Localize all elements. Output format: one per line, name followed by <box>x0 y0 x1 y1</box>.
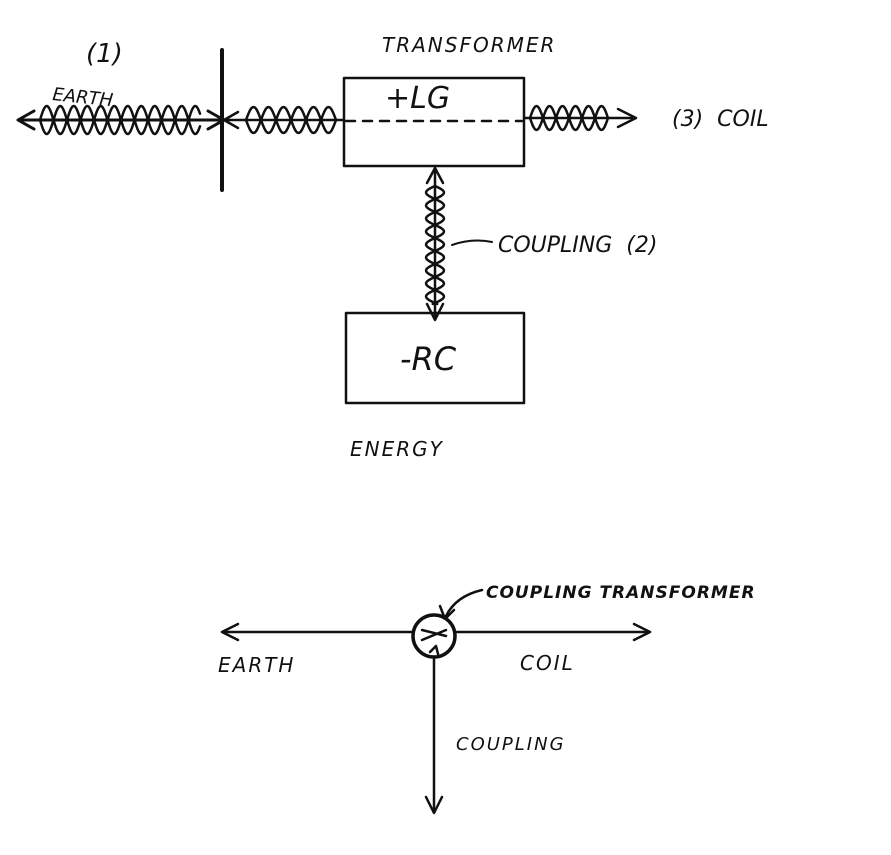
coupling-leader-line <box>451 239 493 246</box>
coupling-vertical-arrow <box>425 166 445 322</box>
coupling-vertical-wave <box>424 184 446 306</box>
label-energy: ENERGY <box>350 437 444 461</box>
label-one: (1) <box>86 39 123 69</box>
vertical-coupling-arrow <box>424 654 444 815</box>
transformer-box-text: +LG <box>385 81 450 116</box>
label-coupling-two: COUPLING (2) <box>498 233 657 258</box>
bottom-diagram: COUPLING TRANSFORMER EARTH COIL COUP <box>218 583 756 815</box>
label-coupling-bottom: COUPLING <box>456 734 566 755</box>
top-diagram: (1) EARTH TRANSFORMER +LG <box>16 33 769 461</box>
transformer-left-wave <box>244 105 338 135</box>
label-three-coil: (3) COIL <box>672 107 769 132</box>
energy-box <box>344 311 526 405</box>
energy-box-text: -RC <box>400 340 457 378</box>
label-transformer: TRANSFORMER <box>382 33 556 57</box>
label-coupling-transformer: COUPLING TRANSFORMER <box>486 583 756 603</box>
coupling-transformer-leader <box>438 588 484 621</box>
label-earth-bottom: EARTH <box>218 653 295 677</box>
coil-wave <box>528 104 610 132</box>
earth-to-transformer-arrow <box>222 110 346 130</box>
transformer-box <box>342 76 526 168</box>
label-coil-bottom: COIL <box>520 651 575 675</box>
earth-helix-wave <box>38 104 202 136</box>
coupling-transformer-symbol <box>411 613 457 659</box>
